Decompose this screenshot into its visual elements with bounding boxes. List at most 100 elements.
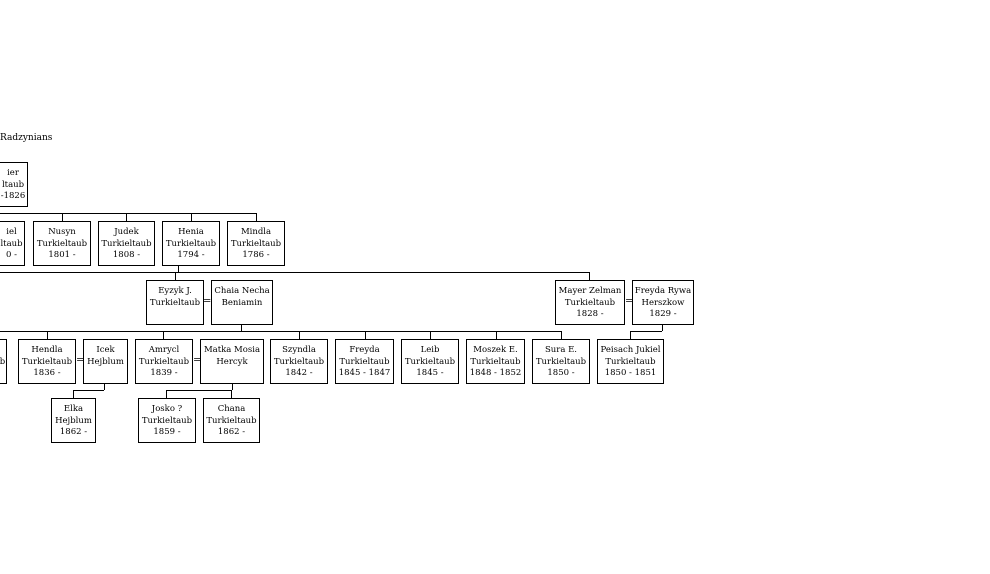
connector-line (561, 331, 562, 339)
person-text-line: 1801 - (48, 250, 76, 260)
person-text-line: Turkieltaub (535, 356, 587, 367)
connector-line (256, 213, 257, 221)
connector-line (166, 390, 232, 391)
person-text-line: Peisach Jukiel (600, 345, 661, 355)
person-text-line: Hejblum (55, 415, 92, 426)
connector-line (0, 272, 590, 273)
person-text-line: 1829 - (649, 309, 677, 319)
person-text-line: 1786 - (242, 250, 270, 260)
person-box[interactable]: b (0, 339, 7, 384)
person-text-line: Henia (178, 227, 204, 237)
person-text-line: Turkieltaub (273, 356, 325, 367)
connector-line (241, 324, 242, 331)
connector-line (62, 213, 63, 221)
person-text-line: 1862 - (217, 427, 246, 437)
person-text-line: ltaub (1, 179, 25, 190)
person-text-line: Mindla (240, 227, 272, 237)
connector-line (175, 272, 176, 280)
connector-line (630, 331, 662, 332)
marriage-symbol: = (625, 296, 634, 307)
marriage-symbol: = (203, 296, 212, 307)
person-text-line: Hendla (31, 345, 63, 355)
person-text-line: Turkieltaub (165, 238, 217, 249)
person-text-line: Herszkow (641, 297, 685, 308)
connector-line (0, 213, 256, 214)
person-text-line: Turkieltaub (149, 297, 201, 308)
person-text-line: 1845 - 1847 (338, 368, 391, 378)
person-text-line: Chana (217, 404, 246, 414)
person-text-line: Turkieltaub (36, 238, 88, 249)
marriage-symbol: = (193, 355, 202, 366)
connector-line (496, 331, 497, 339)
marriage-symbol: = (76, 355, 85, 366)
person-box[interactable]: Eyzyk J.Turkieltaub (146, 280, 204, 325)
person-text-line: Eyzyk J. (158, 286, 192, 296)
person-text-line: 1859 - (153, 427, 181, 437)
person-text-line: Icek (96, 345, 115, 355)
person-text-line: -1826 (0, 191, 26, 201)
person-text-line: Szyndla (282, 345, 316, 355)
person-text-line: 0 - (6, 250, 17, 260)
person-text-line: 1850 - (547, 368, 575, 378)
person-text-line: Amrycl (148, 345, 180, 355)
connector-line (299, 331, 300, 339)
person-text-line: Turkieltaub (404, 356, 456, 367)
connector-line (126, 213, 127, 221)
connector-line (589, 272, 590, 280)
connector-line (178, 265, 179, 272)
connector-line (630, 331, 631, 339)
connector-line (232, 383, 233, 390)
connector-line (191, 213, 192, 221)
person-text-line: Sura E. (544, 345, 578, 355)
person-text-line: Josko ? (151, 404, 183, 414)
person-text-line: Judek (114, 227, 139, 237)
person-text-line: Turkieltaub (470, 356, 521, 367)
person-text-line: 1794 - (177, 250, 205, 260)
connector-line (662, 324, 663, 331)
person-text-line: Chaia Necha (214, 286, 270, 296)
person-text-line: Turkieltaub (206, 415, 257, 426)
person-text-line: 1845 - (416, 368, 444, 378)
person-text-line: Leib (420, 345, 440, 355)
person-text-line: 1839 - (150, 368, 178, 378)
person-text-line: 1850 - 1851 (604, 368, 657, 378)
person-text-line: Turkieltaub (605, 356, 656, 367)
connector-line (47, 331, 48, 339)
person-text-line: Hejblum (87, 356, 124, 367)
person-text-line: iel (6, 227, 17, 237)
person-text-line: b (0, 357, 6, 367)
person-text-line: Mayer Zelman (558, 286, 622, 296)
connector-line (365, 331, 366, 339)
person-text-line: ltaub (0, 238, 23, 249)
connector-line (430, 331, 431, 339)
person-text-line: 1828 - (576, 309, 604, 319)
person-text-line: 1836 - (33, 368, 61, 378)
connector-line (166, 390, 167, 398)
person-text-line: ier (7, 168, 19, 178)
person-text-line: Turkieltaub (564, 297, 616, 308)
person-text-line: 1848 - 1852 (469, 368, 522, 378)
connector-line (104, 383, 105, 390)
